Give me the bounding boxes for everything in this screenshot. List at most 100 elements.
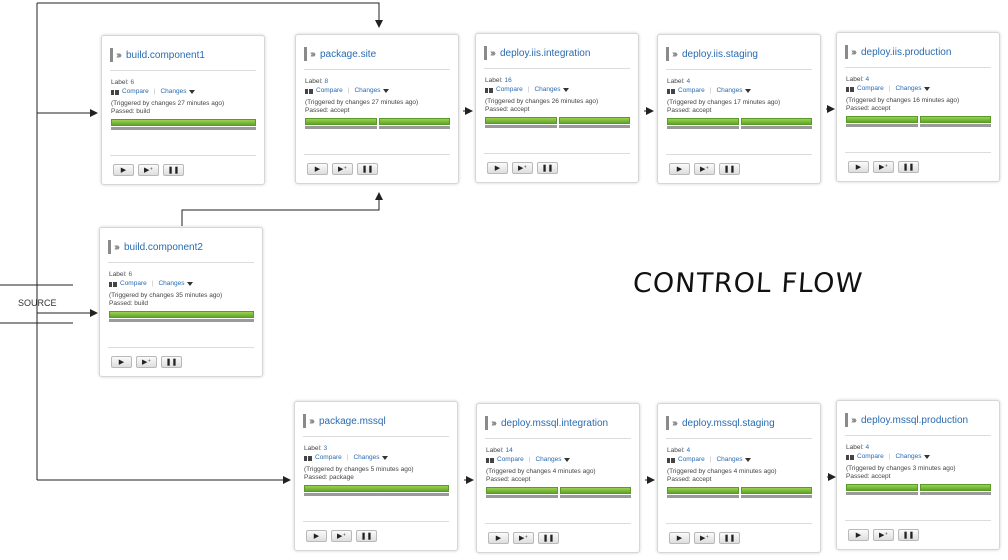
play-button[interactable]: ▶ (669, 163, 690, 175)
changes-link[interactable]: Changes (716, 456, 743, 463)
trigger-with-options-button[interactable]: ▶⁺ (138, 164, 159, 176)
caret-down-icon[interactable] (745, 89, 752, 93)
trigger-with-options-button[interactable]: ▶⁺ (512, 162, 533, 174)
pause-button[interactable]: ❚❚ (163, 164, 184, 176)
compare-link[interactable]: Compare (315, 454, 342, 461)
pause-button[interactable]: ❚❚ (898, 529, 919, 541)
stage-bar[interactable] (109, 311, 254, 323)
changes-link[interactable]: Changes (354, 87, 381, 94)
stage-bar[interactable] (846, 116, 918, 128)
label-value[interactable]: 4 (686, 447, 691, 454)
play-button[interactable]: ▶ (307, 163, 328, 175)
play-button[interactable]: ▶ (848, 161, 869, 173)
divider (303, 436, 449, 437)
pause-button[interactable]: ❚❚ (161, 356, 182, 368)
stage-bar[interactable] (919, 116, 991, 128)
label-value[interactable]: 6 (130, 79, 135, 86)
changes-link[interactable]: Changes (534, 86, 561, 93)
label-value[interactable]: 4 (865, 76, 870, 83)
compare-link[interactable]: Compare (316, 87, 343, 94)
caret-down-icon[interactable] (189, 90, 196, 94)
pipeline-title[interactable]: build.component2 (124, 241, 203, 253)
label-value[interactable]: 6 (128, 271, 133, 278)
pipeline-title[interactable]: deploy.iis.integration (500, 47, 591, 59)
pause-button[interactable]: ❚❚ (357, 163, 378, 175)
trigger-with-options-button[interactable]: ▶⁺ (331, 530, 352, 542)
changes-link[interactable]: Changes (716, 87, 743, 94)
stage-bar[interactable] (486, 487, 558, 499)
stage-bar[interactable] (485, 117, 557, 129)
pause-button[interactable]: ❚❚ (719, 163, 740, 175)
play-button[interactable]: ▶ (113, 164, 134, 176)
pipeline-title[interactable]: deploy.mssql.integration (501, 417, 609, 429)
trigger-with-options-button[interactable]: ▶⁺ (694, 163, 715, 175)
pipeline-title[interactable]: deploy.iis.staging (682, 48, 758, 60)
label-value[interactable]: 3 (323, 445, 328, 452)
label-value[interactable]: 16 (504, 77, 512, 84)
stage-bar[interactable] (111, 119, 256, 131)
stage-bar[interactable] (304, 485, 449, 497)
pipeline-title[interactable]: package.site (320, 48, 377, 60)
pipeline-title[interactable]: deploy.mssql.staging (682, 417, 775, 429)
changes-link[interactable]: Changes (535, 456, 562, 463)
pause-button[interactable]: ❚❚ (538, 532, 559, 544)
pause-button[interactable]: ❚❚ (356, 530, 377, 542)
changes-link[interactable]: Changes (160, 88, 187, 95)
stage-bar[interactable] (558, 117, 630, 129)
trigger-with-options-button[interactable]: ▶⁺ (332, 163, 353, 175)
pipeline-title[interactable]: package.mssql (319, 415, 386, 427)
changes-link[interactable]: Changes (895, 453, 922, 460)
trigger-with-options-button[interactable]: ▶⁺ (694, 532, 715, 544)
stage-bars (304, 485, 449, 497)
passed-text: Passed: build (111, 108, 151, 115)
compare-link[interactable]: Compare (857, 85, 884, 92)
label-value[interactable]: 4 (686, 78, 691, 85)
compare-link[interactable]: Compare (678, 87, 705, 94)
play-button[interactable]: ▶ (111, 356, 132, 368)
changes-link[interactable]: Changes (895, 85, 922, 92)
label-value[interactable]: 8 (324, 78, 329, 85)
pipeline-title[interactable]: deploy.mssql.production (861, 414, 969, 426)
stage-bar[interactable] (305, 118, 377, 130)
stage-bar[interactable] (740, 118, 812, 130)
label-value[interactable]: 14 (505, 447, 513, 454)
compare-link[interactable]: Compare (496, 86, 523, 93)
pause-button[interactable]: ❚❚ (537, 162, 558, 174)
stage-bar[interactable] (378, 118, 450, 130)
changes-link[interactable]: Changes (158, 280, 185, 287)
stage-bar[interactable] (559, 487, 631, 499)
caret-down-icon[interactable] (382, 456, 389, 460)
compare-link[interactable]: Compare (857, 453, 884, 460)
stage-bar[interactable] (667, 487, 739, 499)
compare-link[interactable]: Compare (678, 456, 705, 463)
trigger-with-options-button[interactable]: ▶⁺ (873, 529, 894, 541)
stage-bar[interactable] (667, 118, 739, 130)
pause-button[interactable]: ❚❚ (719, 532, 740, 544)
pause-button[interactable]: ❚❚ (898, 161, 919, 173)
trigger-with-options-button[interactable]: ▶⁺ (136, 356, 157, 368)
changes-link[interactable]: Changes (353, 454, 380, 461)
pipeline-title[interactable]: deploy.iis.production (861, 46, 952, 58)
compare-link[interactable]: Compare (497, 456, 524, 463)
trigger-with-options-button[interactable]: ▶⁺ (513, 532, 534, 544)
caret-down-icon[interactable] (563, 88, 570, 92)
play-button[interactable]: ▶ (669, 532, 690, 544)
stage-bar[interactable] (740, 487, 812, 499)
pipeline-title[interactable]: build.component1 (126, 49, 205, 61)
caret-down-icon[interactable] (564, 458, 571, 462)
compare-link[interactable]: Compare (122, 88, 149, 95)
trigger-with-options-button[interactable]: ▶⁺ (873, 161, 894, 173)
stage-bar[interactable] (846, 484, 918, 496)
compare-link[interactable]: Compare (120, 280, 147, 287)
caret-down-icon[interactable] (924, 455, 931, 459)
play-button[interactable]: ▶ (487, 162, 508, 174)
play-button[interactable]: ▶ (848, 529, 869, 541)
play-button[interactable]: ▶ (306, 530, 327, 542)
caret-down-icon[interactable] (924, 87, 931, 91)
label-value[interactable]: 4 (865, 444, 870, 451)
caret-down-icon[interactable] (383, 89, 390, 93)
caret-down-icon[interactable] (745, 458, 752, 462)
play-button[interactable]: ▶ (488, 532, 509, 544)
stage-bar[interactable] (919, 484, 991, 496)
caret-down-icon[interactable] (187, 282, 194, 286)
